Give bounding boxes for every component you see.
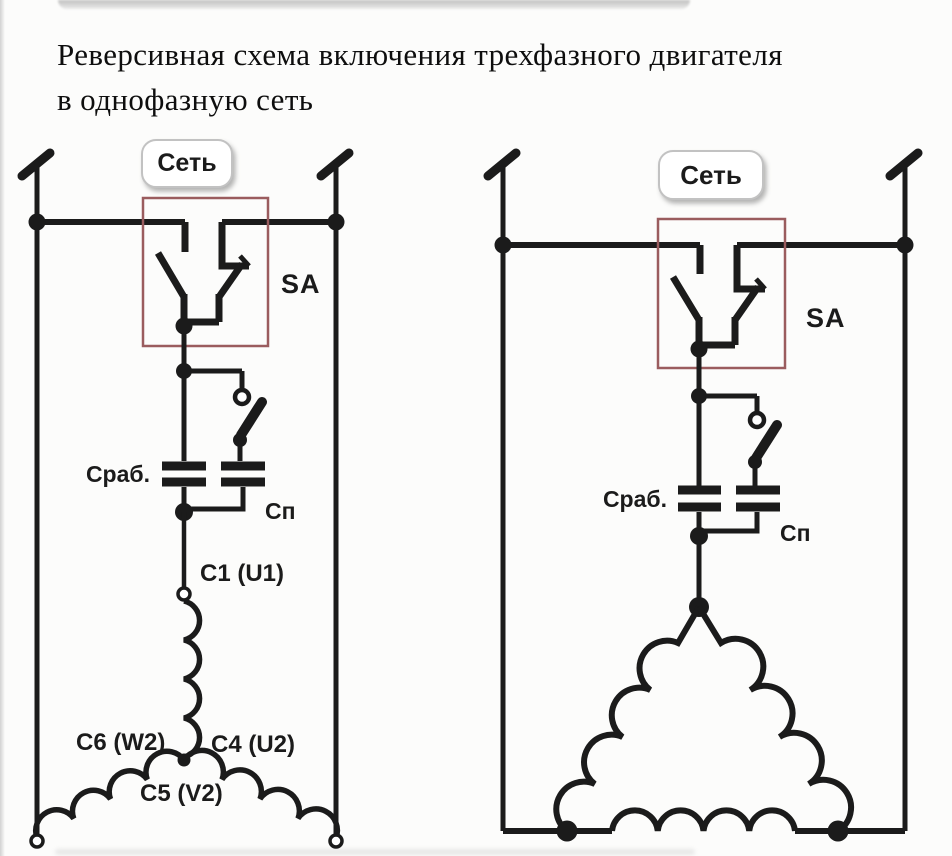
motor-winding-delta <box>503 536 905 842</box>
switch-label-right: SA <box>806 303 846 333</box>
title-line-2: в однофазную сеть <box>57 81 314 117</box>
net-badge-left: Сеть <box>141 139 233 188</box>
title-line-1: Реверсивная схема включения трехфазного … <box>57 37 783 72</box>
supply-rails-left <box>17 148 354 838</box>
net-badge-left-label: Сеть <box>157 149 217 177</box>
start-capacitor-label-left: Сп <box>265 498 296 524</box>
right-circuit-delta <box>483 148 923 842</box>
capacitors-symbol <box>678 399 780 545</box>
switch-highlight-box <box>141 196 270 348</box>
bottom-edge-artifact <box>55 849 695 855</box>
run-capacitor-label-left: Сраб. <box>85 461 150 487</box>
winding-terminal-icon <box>29 833 45 849</box>
left-circuit-star <box>17 148 354 849</box>
supply-rails-right <box>483 148 923 831</box>
switch-label-left: SA <box>281 269 321 299</box>
terminal-label-c1u1: C1 (U1) <box>200 560 285 587</box>
run-capacitor-label-right: Сраб. <box>602 486 667 512</box>
net-badge-right: Сеть <box>658 150 764 200</box>
supply-terminal-icon <box>316 148 354 181</box>
supply-terminal-icon <box>885 148 923 181</box>
left-edge-artifact <box>0 0 5 856</box>
start-switch-symbol <box>176 363 267 461</box>
start-switch-symbol <box>691 388 782 486</box>
net-badge-right-label: Сеть <box>680 159 742 190</box>
motor-winding-star <box>29 512 344 849</box>
switch-highlight-box <box>656 217 787 370</box>
winding-terminal-icon <box>176 586 192 602</box>
top-edge-artifact <box>58 0 690 9</box>
terminal-label-c4u2: C4 (U2) <box>211 731 296 758</box>
terminal-label-c6w2: C6 (W2) <box>76 729 166 756</box>
start-capacitor-label-right: Сп <box>780 520 811 546</box>
supply-terminal-icon <box>483 148 521 181</box>
page-title: Реверсивная схема включения трехфазного … <box>57 33 783 122</box>
winding-terminal-icon <box>328 833 344 849</box>
reversing-switch-symbol <box>656 217 787 396</box>
supply-terminal-icon <box>17 148 55 181</box>
reversing-switch-symbol <box>141 196 270 371</box>
terminal-label-c5v2: C5 (V2) <box>140 780 223 807</box>
